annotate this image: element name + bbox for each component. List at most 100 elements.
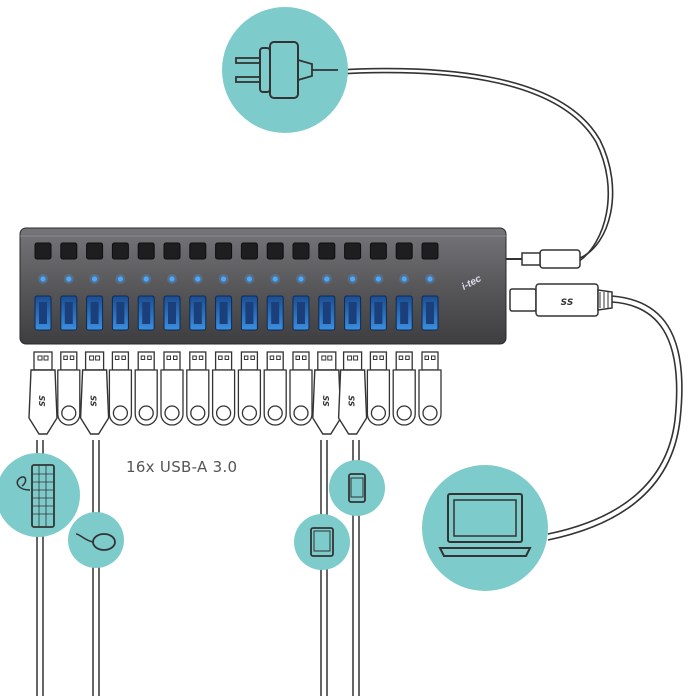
usb-port-tongue <box>39 302 47 324</box>
usb-port-tongue <box>116 302 125 324</box>
port-switch-button[interactable] <box>34 242 52 260</box>
usb-flash-drive-icon <box>366 351 391 426</box>
status-led-glow <box>244 274 255 284</box>
usb-flash-drive-icon <box>211 351 236 426</box>
status-led-glow <box>399 274 410 284</box>
status-led <box>401 276 407 282</box>
status-led-glow <box>296 274 306 284</box>
usb-port-tongue <box>142 302 151 324</box>
status-led-glow <box>347 274 358 284</box>
usb-port-tongue <box>245 302 254 324</box>
status-led <box>375 276 381 282</box>
status-led-glow <box>167 274 177 284</box>
port-switch-button[interactable] <box>215 242 233 260</box>
usb-logo-text: SS <box>37 395 46 406</box>
usb-b-upstream-connector: SS <box>509 283 613 317</box>
usb-logo-text: SS <box>89 395 98 406</box>
usb-flash-drive-icon <box>418 351 442 426</box>
port-switch-button[interactable] <box>318 242 336 260</box>
usb-flash-drive-icon <box>237 351 262 426</box>
port-switch-button[interactable] <box>266 242 284 260</box>
usb-flash-drive-icon <box>160 351 184 426</box>
status-led-glow <box>373 274 384 284</box>
port-switch-buttons <box>34 242 439 260</box>
usb-flash-drive-icon <box>289 351 313 426</box>
status-led <box>195 276 201 282</box>
status-led <box>298 276 304 282</box>
status-led <box>92 276 98 282</box>
usb-hub <box>19 227 507 345</box>
port-switch-button[interactable] <box>111 242 129 260</box>
laptop-cable <box>547 295 683 541</box>
laptop-icon <box>422 465 548 591</box>
usb-port-tongue <box>348 302 357 324</box>
port-switch-button[interactable] <box>60 242 78 260</box>
usb-cables <box>36 440 360 696</box>
usb-flash-drive-icon <box>108 351 133 426</box>
usb-port-tongue <box>168 302 176 324</box>
dc-power-connector <box>506 249 581 269</box>
status-led-glow <box>270 274 281 284</box>
status-led-glow <box>115 274 126 284</box>
status-led-glow <box>141 274 152 284</box>
usb-flash-drive-icon <box>134 351 158 426</box>
status-led <box>66 276 72 282</box>
status-led-glow <box>89 274 100 284</box>
usb-flash-drive-icon <box>392 351 416 426</box>
status-led <box>143 276 149 282</box>
status-led-glow <box>192 274 203 284</box>
usb-a-ports <box>34 295 439 331</box>
status-led-glow <box>425 274 435 284</box>
keyboard-icon <box>0 453 80 537</box>
usb-a-plug: SS <box>79 351 110 435</box>
usb-flash-drive-icon <box>57 351 81 426</box>
port-switch-button[interactable] <box>86 242 104 260</box>
usb-port-tongue <box>322 302 331 324</box>
status-led-glow <box>321 274 332 284</box>
status-led <box>427 276 433 282</box>
port-switch-button[interactable] <box>240 242 258 260</box>
port-switch-button[interactable] <box>292 242 310 260</box>
usb-a-plug: SS <box>28 351 58 435</box>
port-switch-button[interactable] <box>395 242 413 260</box>
usb-flash-drive-icon <box>263 351 287 426</box>
status-led <box>350 276 356 282</box>
caption: 16x USB-A 3.0 <box>126 458 238 476</box>
status-led <box>169 276 175 282</box>
power-cable <box>337 67 614 259</box>
port-switch-button[interactable] <box>189 242 207 260</box>
usb-port-tongue <box>297 302 305 324</box>
usb-port-tongue <box>90 302 99 324</box>
usb-port-tongue <box>374 302 383 324</box>
phone-icon <box>329 460 385 516</box>
usb-port-tongue <box>64 302 73 324</box>
status-led <box>221 276 227 282</box>
usb-port-tongue <box>400 302 409 324</box>
mouse-icon <box>68 512 124 568</box>
power-plug-icon <box>222 7 348 133</box>
usb-a-plug: SS <box>312 351 342 435</box>
usb-port-tongue <box>271 302 280 324</box>
status-led-glow <box>63 274 74 284</box>
status-led <box>246 276 252 282</box>
usb-flash-drive-icon <box>186 351 210 426</box>
usb-logo-text: SS <box>561 298 574 308</box>
usb-a-plug: SS <box>337 351 368 435</box>
port-switch-button[interactable] <box>163 242 181 260</box>
status-led <box>272 276 278 282</box>
status-led <box>40 276 46 282</box>
port-switch-button[interactable] <box>344 242 362 260</box>
status-led-glow <box>218 274 229 284</box>
usb-port-tongue <box>193 302 202 324</box>
port-switch-button[interactable] <box>137 242 155 260</box>
status-leds <box>38 274 435 284</box>
status-led <box>117 276 123 282</box>
port-switch-button[interactable] <box>369 242 387 260</box>
usb-connectors: SS SS SS SS <box>28 351 442 435</box>
status-led-glow <box>38 274 48 284</box>
usb-logo-text: SS <box>347 395 356 406</box>
tablet-icon <box>294 514 350 570</box>
port-switch-button[interactable] <box>421 242 439 260</box>
usb-port-tongue <box>426 302 434 324</box>
